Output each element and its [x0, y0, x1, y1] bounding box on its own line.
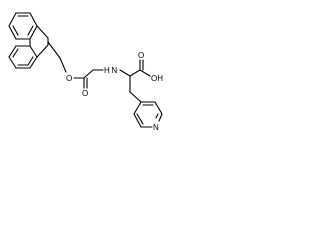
alpha-carbon-bonds — [119, 59, 151, 103]
bond-network — [8, 12, 163, 128]
pyridine-nitrogen-label: N — [153, 123, 159, 132]
fluorene-five-ring — [29, 25, 49, 58]
fmoc-pyridylalanine-structure: O O H N O OH N — [8, 12, 163, 132]
fmoc-linker — [47, 41, 67, 73]
carbamate-bonds — [73, 69, 104, 89]
amide-nitrogen-label: H N — [104, 66, 117, 75]
fluorene-right-ring — [8, 45, 38, 69]
fluorene-left-ring — [8, 12, 38, 40]
carbonyl-oxygen-label: O — [82, 89, 88, 98]
acid-hydroxyl-label: OH — [151, 74, 163, 83]
chemical-structure: O O H N O OH N — [0, 0, 183, 158]
ester-oxygen-label: O — [66, 74, 72, 83]
pyridine-ring — [133, 101, 163, 128]
acid-carbonyl-oxygen-label: O — [138, 51, 144, 60]
